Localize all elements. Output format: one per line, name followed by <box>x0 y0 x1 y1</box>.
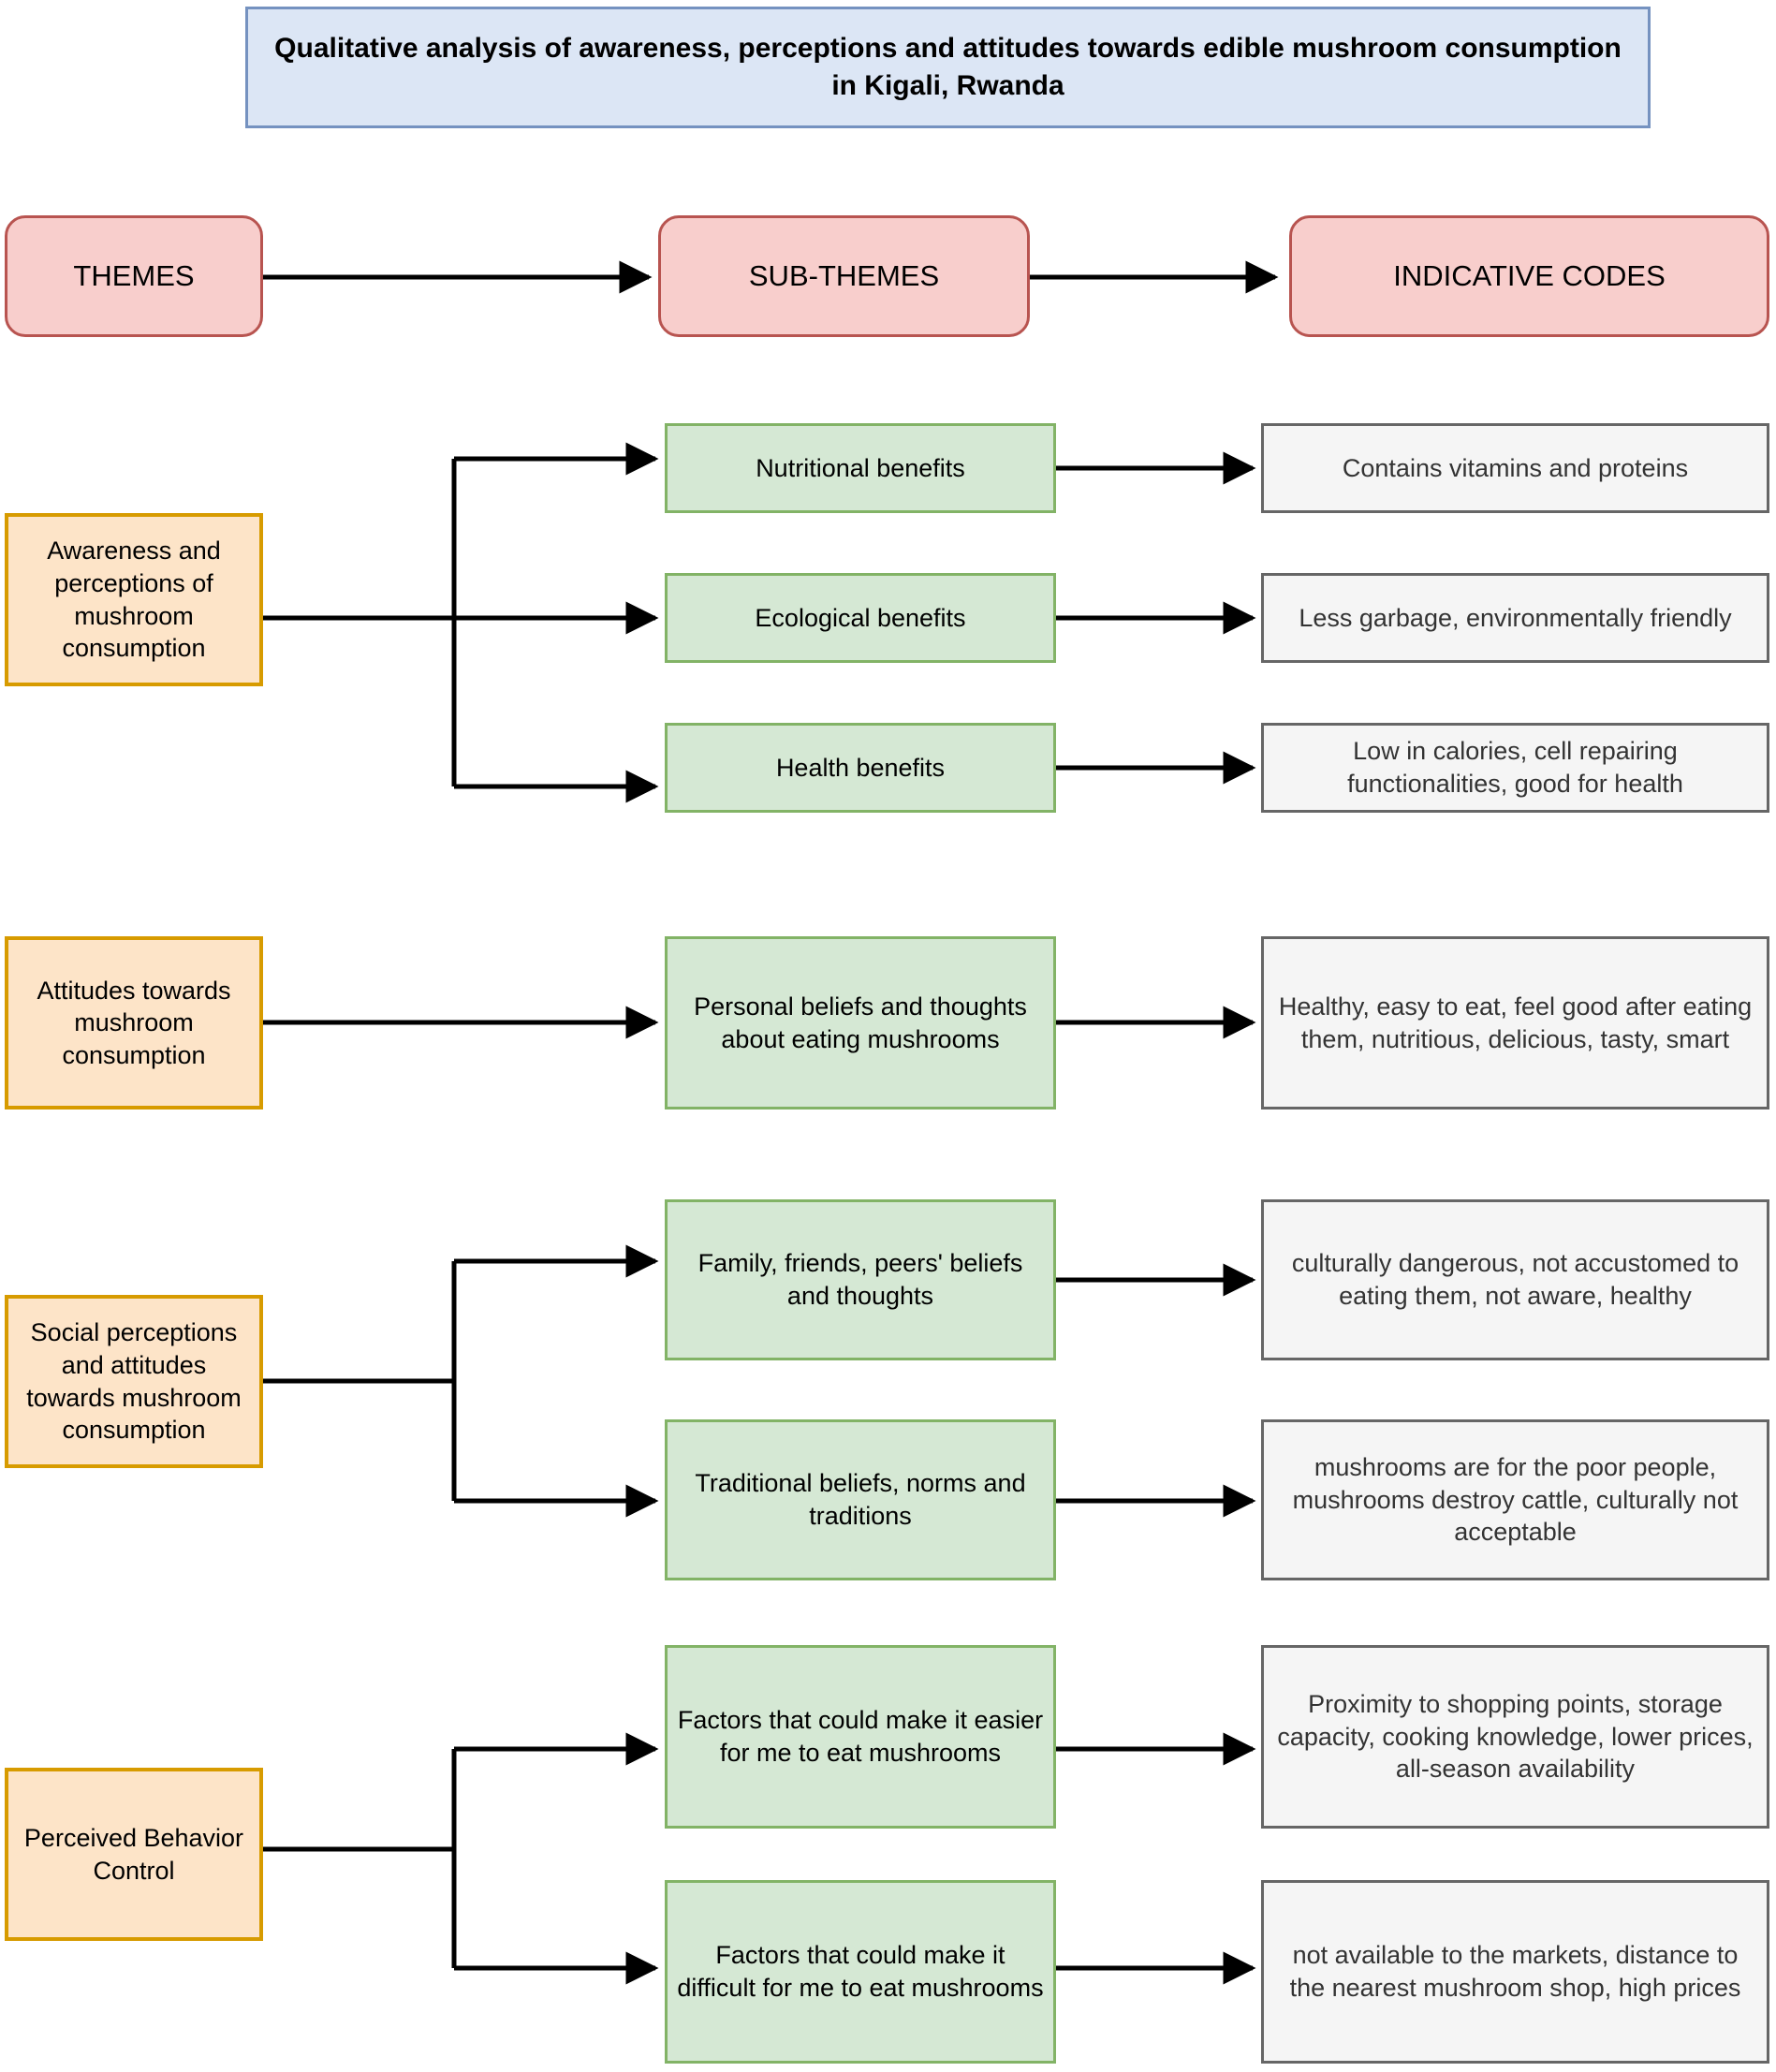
column-header-subthemes: SUB-THEMES <box>658 215 1030 337</box>
column-header-subthemes-label: SUB-THEMES <box>748 259 940 293</box>
code-label: Healthy, easy to eat, feel good after ea… <box>1278 992 1753 1053</box>
code-label: Proximity to shopping points, storage ca… <box>1277 1690 1754 1784</box>
code-label: Contains vitamins and proteins <box>1342 453 1689 482</box>
theme-box-social-perceptions: Social perceptions and attitudes towards… <box>5 1295 263 1468</box>
theme-label-perceived-behavior-control: Perceived Behavior Control <box>23 1823 244 1885</box>
code-box-traditional-beliefs: mushrooms are for the poor people, mushr… <box>1261 1419 1769 1580</box>
theme-label-attitudes: Attitudes towards mushroom consumption <box>37 976 231 1069</box>
subtheme-box-health-benefits: Health benefits <box>665 723 1056 813</box>
column-header-codes-label: INDICATIVE CODES <box>1393 259 1666 293</box>
code-box-personal-beliefs: Healthy, easy to eat, feel good after ea… <box>1261 936 1769 1109</box>
theme-label-awareness: Awareness and perceptions of mushroom co… <box>47 536 221 663</box>
subtheme-box-personal-beliefs: Personal beliefs and thoughts about eati… <box>665 936 1056 1109</box>
theme-box-attitudes: Attitudes towards mushroom consumption <box>5 936 263 1109</box>
code-label: Low in calories, cell repairing function… <box>1347 737 1683 798</box>
code-box-health-benefits: Low in calories, cell repairing function… <box>1261 723 1769 813</box>
code-box-nutritional-benefits: Contains vitamins and proteins <box>1261 423 1769 513</box>
code-box-family-friends-peers: culturally dangerous, not accustomed to … <box>1261 1199 1769 1360</box>
code-box-factors-easier: Proximity to shopping points, storage ca… <box>1261 1645 1769 1829</box>
subtheme-label: Family, friends, peers' beliefs and thou… <box>697 1249 1023 1310</box>
subtheme-box-ecological-benefits: Ecological benefits <box>665 573 1056 663</box>
subtheme-label: Personal beliefs and thoughts about eati… <box>694 992 1027 1053</box>
subtheme-label: Health benefits <box>775 753 946 782</box>
subtheme-box-traditional-beliefs: Traditional beliefs, norms and tradition… <box>665 1419 1056 1580</box>
column-header-themes-label: THEMES <box>73 259 195 293</box>
code-box-factors-difficult: not available to the markets, distance t… <box>1261 1880 1769 2064</box>
code-label: mushrooms are for the poor people, mushr… <box>1292 1453 1739 1547</box>
code-label: culturally dangerous, not accustomed to … <box>1291 1249 1739 1310</box>
subtheme-label: Factors that could make it difficult for… <box>677 1941 1044 2002</box>
subtheme-box-factors-easier: Factors that could make it easier for me… <box>665 1645 1056 1829</box>
theme-box-awareness: Awareness and perceptions of mushroom co… <box>5 513 263 686</box>
diagram-title: Qualitative analysis of awareness, perce… <box>245 7 1651 128</box>
column-header-indicative-codes: INDICATIVE CODES <box>1289 215 1769 337</box>
theme-label-social-perceptions: Social perceptions and attitudes towards… <box>26 1318 242 1445</box>
subtheme-label: Nutritional benefits <box>756 453 965 482</box>
code-box-ecological-benefits: Less garbage, environmentally friendly <box>1261 573 1769 663</box>
subtheme-label: Ecological benefits <box>755 603 966 632</box>
subtheme-box-nutritional-benefits: Nutritional benefits <box>665 423 1056 513</box>
subtheme-label: Factors that could make it easier for me… <box>677 1706 1044 1767</box>
code-label: not available to the markets, distance t… <box>1289 1941 1741 2002</box>
theme-box-perceived-behavior-control: Perceived Behavior Control <box>5 1768 263 1941</box>
code-label: Less garbage, environmentally friendly <box>1299 603 1732 632</box>
column-header-themes: THEMES <box>5 215 263 337</box>
diagram-title-text: Qualitative analysis of awareness, perce… <box>274 32 1622 102</box>
subtheme-box-family-friends-peers: Family, friends, peers' beliefs and thou… <box>665 1199 1056 1360</box>
subtheme-box-factors-difficult: Factors that could make it difficult for… <box>665 1880 1056 2064</box>
subtheme-label: Traditional beliefs, norms and tradition… <box>695 1469 1026 1530</box>
